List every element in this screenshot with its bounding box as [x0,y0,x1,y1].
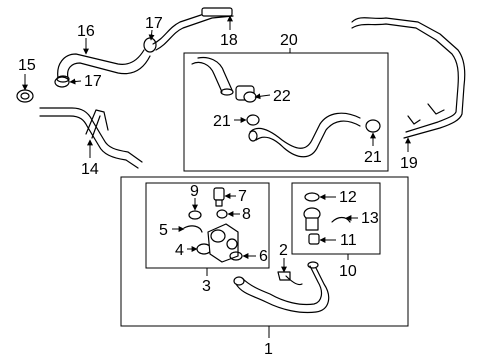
callout-2: 2 [279,242,288,259]
o-ring-part-8 [216,209,228,219]
assembly-frame-10 [291,182,381,255]
callout-16: 16 [77,23,95,40]
hose-part-1 [233,261,330,314]
fitting-part-11 [308,233,320,245]
o-ring-part-9 [188,210,202,220]
callout-17-left: 17 [84,73,102,90]
connector-part-10 [303,207,321,231]
housing-part-3 [207,223,239,263]
clip-part-5 [183,225,203,233]
callout-18: 18 [220,32,238,49]
hose-part-16 [56,49,151,83]
hose-part-20-small [191,56,234,96]
clamp-part-17-left [54,76,70,88]
clamp-part-17-right [143,37,157,53]
callout-3: 3 [202,278,211,295]
callout-20: 20 [280,32,298,49]
callout-8: 8 [242,206,251,223]
clamp-part-21-left [246,114,260,126]
clamp-part-15 [16,89,34,103]
sensor-part-7 [213,187,225,207]
bracket-part-2 [277,271,303,286]
callout-6: 6 [259,248,268,265]
connector-part-22 [235,85,257,103]
callout-15: 15 [18,57,36,74]
leader-22 [254,93,271,100]
callout-14: 14 [81,161,99,178]
clamp-part-21-right [365,119,381,133]
pipe-part-14 [39,107,143,169]
callout-21-left: 21 [213,113,231,130]
pipe-part-19 [351,17,466,139]
callout-12: 12 [339,189,357,206]
assembly-frame-1 [120,176,409,327]
hose-part-20-large [248,112,361,158]
callout-17-right: 17 [145,15,163,32]
callout-21-right: 21 [364,149,382,166]
callout-19: 19 [400,155,418,172]
callout-10: 10 [339,263,357,280]
callout-11: 11 [340,232,357,249]
callout-4: 4 [175,242,184,259]
pipe-part-18 [152,7,234,51]
clamp-part-6 [229,251,243,261]
callout-7: 7 [238,188,247,205]
callout-5: 5 [159,222,168,239]
callout-1: 1 [264,341,273,358]
leader-17a [69,78,82,85]
assembly-frame-20 [183,52,389,172]
callout-9: 9 [190,183,199,200]
callout-13: 13 [361,210,379,227]
o-ring-part-12 [304,192,320,202]
leader-17b [148,29,155,41]
callout-22: 22 [273,88,291,105]
